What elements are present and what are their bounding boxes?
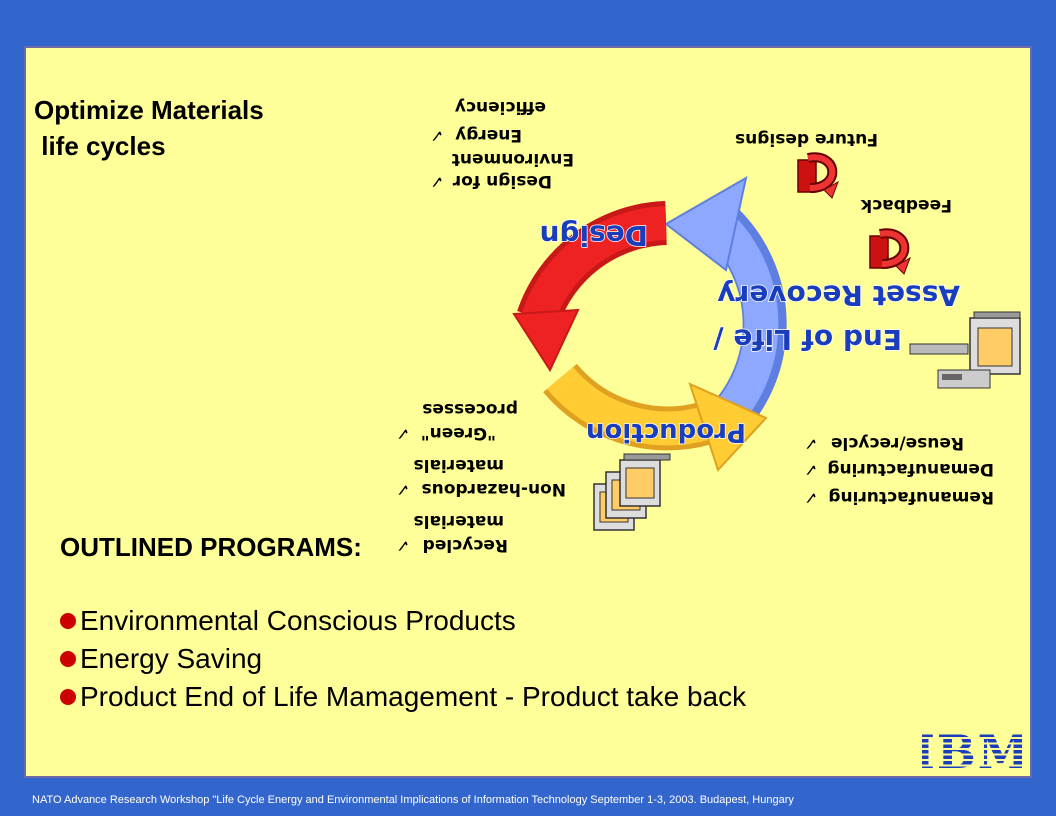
production-arrow-head [688, 382, 768, 472]
stacked-computers-icon [593, 453, 671, 531]
production-bullet-5: "Green" [421, 423, 496, 443]
future-designs-label: Future designs [735, 129, 878, 149]
feedback-label: Feedback [860, 195, 952, 215]
outlined-programs-heading: OUTLINED PROGRAMS: [60, 532, 362, 562]
computer-icon [909, 311, 1021, 389]
recovery-bullet-3: Reuse/recycle [831, 433, 964, 453]
program-label: Energy Saving [80, 643, 263, 674]
slide: Optimize Materials life cycles Design Pr… [24, 46, 1032, 778]
recovery-check-3: ✓ [804, 433, 818, 453]
production-bullet-2: materials [414, 511, 504, 531]
programs-list: Environmental Conscious Products Energy … [60, 602, 746, 716]
recovery-check-2: ✓ [804, 459, 818, 479]
recovery-arrow-head [664, 176, 748, 272]
feedback-arrow-icon [869, 228, 911, 275]
ibm-logo: IBM [922, 728, 1022, 772]
production-check-2: ✓ [396, 479, 410, 499]
design-label: Design [540, 219, 648, 252]
production-bullet-3: Non-hazardous [422, 479, 566, 499]
production-check-1: ✓ [396, 535, 410, 555]
design-arrow-head [512, 308, 580, 373]
bullet-dot-icon [60, 689, 76, 705]
list-item: Environmental Conscious Products [60, 602, 746, 640]
recovery-bullet-1: Remanufacturing [828, 487, 994, 507]
design-check-1: ✓ [430, 171, 444, 191]
recovery-check-1: ✓ [804, 487, 818, 507]
list-item: Energy Saving [60, 640, 746, 678]
life-cycle-diagram: Design Production End of Life / Asset Re… [396, 97, 1021, 555]
design-bullet-4: efficiency [455, 97, 546, 117]
design-check-2: ✓ [430, 125, 444, 145]
end-of-life-label-line2: Asset Recovery [717, 279, 960, 312]
footer-text: NATO Advance Research Workshop "Life Cyc… [32, 794, 794, 806]
end-of-life-label-line1: End of Life / [713, 323, 902, 356]
bullet-dot-icon [60, 651, 76, 667]
program-label: Product End of Life Mamagement - Product… [80, 681, 747, 712]
bullet-dot-icon [60, 613, 76, 629]
feedback-arrow-icon [797, 152, 839, 199]
program-label: Environmental Conscious Products [80, 605, 516, 636]
design-bullet-3: Energy [455, 125, 522, 145]
production-bullet-4: materials [414, 455, 504, 475]
design-bullet-2: Environment [452, 149, 574, 169]
ibm-logo-text: IBM [922, 728, 1022, 772]
recovery-bullet-2: Demanufacturing [827, 459, 994, 479]
list-item: Product End of Life Mamagement - Product… [60, 678, 746, 716]
design-bullet-1: Design for [452, 171, 552, 191]
production-bullet-1: Recycled [423, 535, 508, 555]
production-check-3: ✓ [396, 423, 410, 443]
production-bullet-6: processes [422, 399, 518, 419]
production-label: Production [586, 417, 746, 447]
slide-title: Optimize Materials life cycles [34, 95, 264, 161]
